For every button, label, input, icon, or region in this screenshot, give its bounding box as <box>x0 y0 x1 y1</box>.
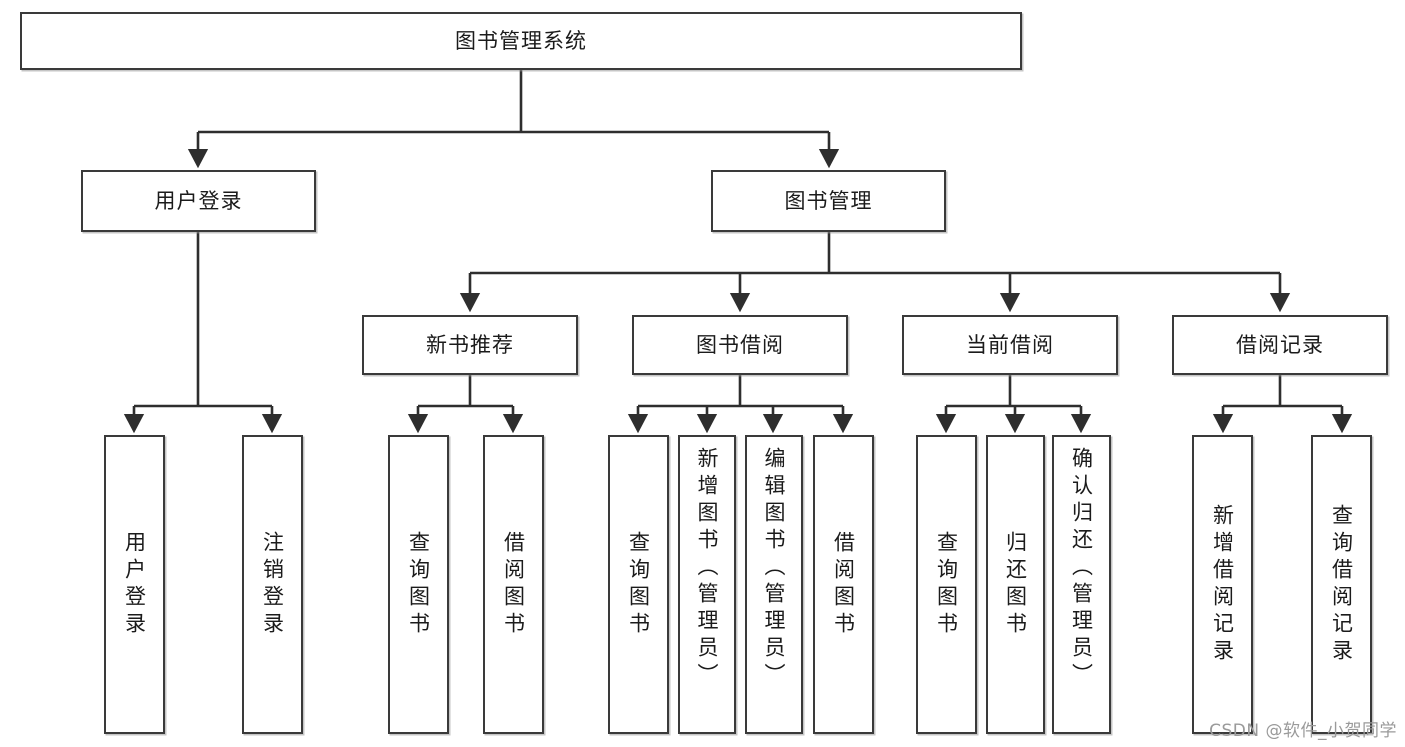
leaf-book-borrow-borrow[interactable]: 借阅图书 <box>813 435 874 734</box>
node-label: 借阅图书 <box>501 530 526 639</box>
node-label: 新增借阅记录 <box>1210 503 1235 666</box>
node-book-management[interactable]: 图书管理 <box>711 170 946 232</box>
node-label: 编辑图书（管理员） <box>762 447 787 690</box>
node-label: 图书管理 <box>784 188 873 213</box>
node-borrow-record[interactable]: 借阅记录 <box>1172 315 1388 375</box>
node-new-book-recommend[interactable]: 新书推荐 <box>362 315 578 375</box>
node-label: 查询图书 <box>626 530 651 639</box>
node-label: 查询图书 <box>934 530 959 639</box>
node-label: 当前借阅 <box>966 332 1054 357</box>
leaf-book-borrow-edit-admin[interactable]: 编辑图书（管理员） <box>745 435 803 734</box>
node-label: 查询图书 <box>406 530 431 639</box>
node-label: 归还图书 <box>1003 530 1028 639</box>
watermark-text: CSDN @软件_小贺同学 <box>1209 721 1397 741</box>
leaf-borrow-record-add[interactable]: 新增借阅记录 <box>1192 435 1253 734</box>
node-label: 借阅记录 <box>1236 332 1324 357</box>
node-label: 用户登录 <box>122 530 147 639</box>
leaf-current-borrow-query[interactable]: 查询图书 <box>916 435 977 734</box>
node-book-borrow[interactable]: 图书借阅 <box>632 315 848 375</box>
node-label: 查询借阅记录 <box>1329 503 1354 666</box>
leaf-book-borrow-query[interactable]: 查询图书 <box>608 435 669 734</box>
node-label: 新书推荐 <box>426 332 514 357</box>
leaf-user-login-logout[interactable]: 注销登录 <box>242 435 303 734</box>
node-label: 图书管理系统 <box>455 28 587 53</box>
leaf-new-book-query[interactable]: 查询图书 <box>388 435 449 734</box>
leaf-current-borrow-return[interactable]: 归还图书 <box>986 435 1045 734</box>
node-user-login[interactable]: 用户登录 <box>81 170 316 232</box>
node-label: 注销登录 <box>260 530 285 639</box>
node-label: 图书借阅 <box>696 332 784 357</box>
leaf-user-login-login[interactable]: 用户登录 <box>104 435 165 734</box>
leaf-book-borrow-add-admin[interactable]: 新增图书（管理员） <box>678 435 736 734</box>
node-label: 新增图书（管理员） <box>695 447 720 690</box>
leaf-new-book-borrow[interactable]: 借阅图书 <box>483 435 544 734</box>
node-label: 用户登录 <box>154 188 243 213</box>
node-current-borrow[interactable]: 当前借阅 <box>902 315 1118 375</box>
leaf-borrow-record-query[interactable]: 查询借阅记录 <box>1311 435 1372 734</box>
leaf-current-borrow-confirm-admin[interactable]: 确认归还（管理员） <box>1052 435 1111 734</box>
node-label: 确认归还（管理员） <box>1069 447 1094 690</box>
node-root-system[interactable]: 图书管理系统 <box>20 12 1022 70</box>
node-label: 借阅图书 <box>831 530 856 639</box>
